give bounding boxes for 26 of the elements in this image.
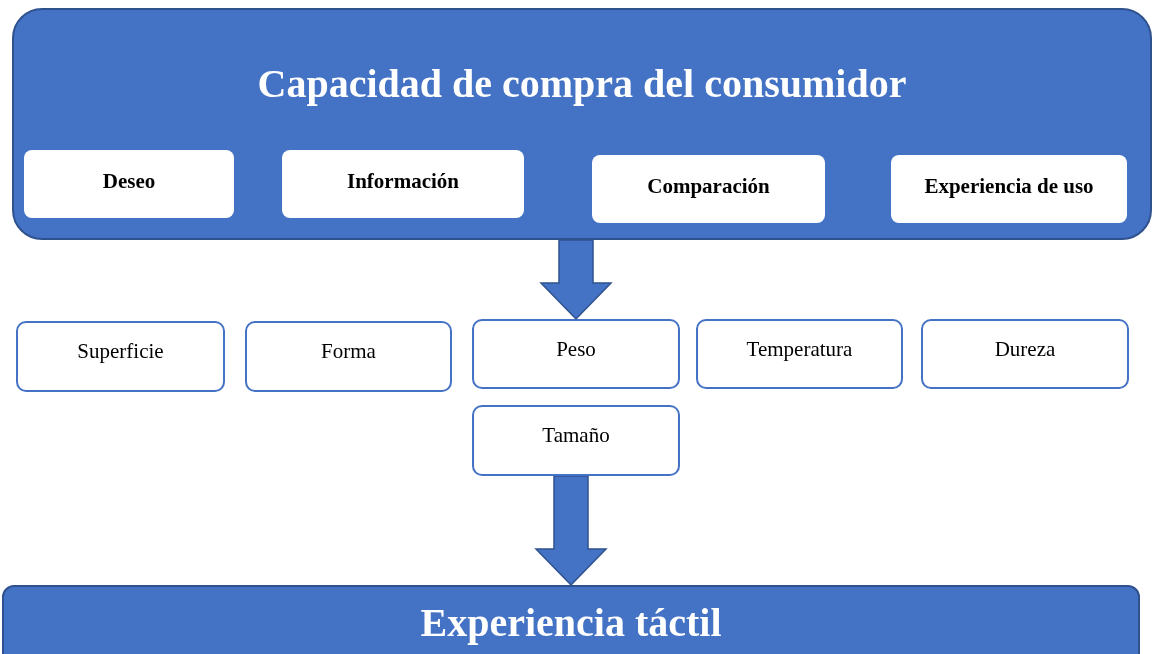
label: Tamaño: [542, 423, 610, 447]
label: Experiencia de uso: [924, 175, 1094, 197]
title-band: [12, 8, 1152, 240]
heading: Experiencia táctil: [420, 600, 722, 645]
category-box: [24, 150, 234, 218]
title-band: [2, 585, 1140, 654]
label: Deseo: [102, 170, 156, 192]
attribute-box: [472, 405, 680, 476]
label: Información: [347, 170, 459, 192]
category-box: [891, 155, 1127, 223]
attribute-box: [472, 319, 680, 389]
label: Superficie: [77, 339, 164, 363]
attribute-box: [921, 319, 1129, 389]
block-arrow: [539, 239, 613, 321]
heading: Capacidad de compra del consumidor: [257, 61, 907, 106]
category-box: [592, 155, 825, 223]
category-box: [282, 150, 524, 218]
label: Peso: [556, 337, 596, 361]
label: Dureza: [994, 337, 1056, 361]
label: Comparación: [647, 175, 770, 197]
attribute-box: [16, 321, 225, 392]
attribute-box: [245, 321, 452, 392]
label: Forma: [321, 339, 376, 363]
block-arrow: [534, 475, 608, 587]
attribute-box: [696, 319, 903, 389]
label: Temperatura: [746, 337, 853, 361]
